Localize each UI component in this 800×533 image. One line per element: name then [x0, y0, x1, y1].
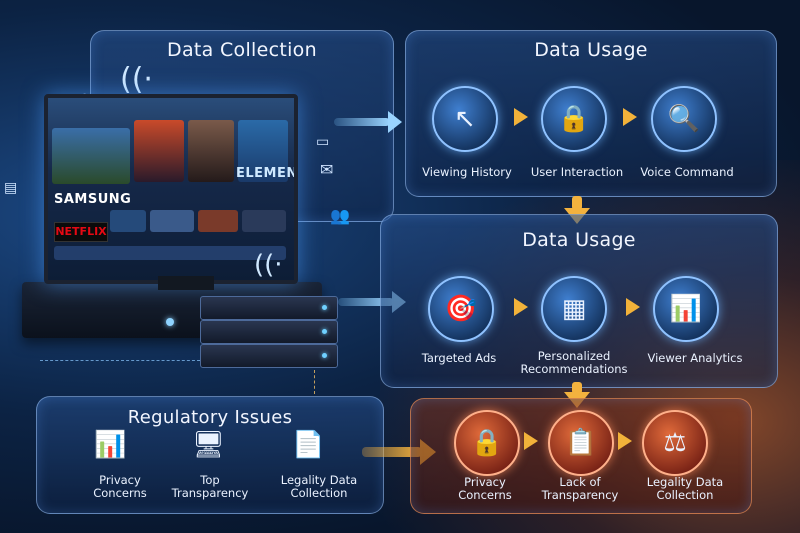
tv-row	[54, 246, 286, 260]
bar-chart-lock-icon: 📊	[94, 430, 127, 460]
chevron-right-icon	[514, 298, 528, 316]
monitor-lock-icon: 🖥	[192, 430, 226, 460]
data-usage-title-top: Data Usage	[534, 39, 648, 61]
tv-tile	[188, 120, 234, 182]
tv-featured-title: ELEMENTAL	[236, 166, 298, 181]
regulatory-label: Top Transparency	[171, 473, 249, 500]
analytics-chart-icon: 📊	[653, 276, 719, 342]
server-led	[322, 305, 327, 310]
regulatory-label: Legality Data Collection	[280, 473, 358, 500]
collection-to-usage-arrow	[334, 111, 402, 133]
tv-tile	[238, 120, 288, 182]
usage-label: Targeted Ads	[421, 351, 497, 365]
chevron-right-icon	[623, 108, 637, 126]
tv-brand: SAMSUNG	[54, 192, 132, 207]
issue-label: Privacy Concerns	[458, 475, 512, 502]
gavel-icon: ⚖	[642, 410, 708, 476]
chart-magnifier-icon: 🔍	[651, 86, 717, 152]
tv-tile	[52, 128, 130, 184]
issue-label: Lack of Transparency	[541, 475, 619, 502]
tv-tile	[110, 210, 146, 232]
server-led	[322, 329, 327, 334]
clipboard-magnifier-icon: 📋	[548, 410, 614, 476]
screen-card-icon: ▤	[4, 180, 18, 196]
padlock-icon: 🔒	[454, 410, 520, 476]
tv-tile	[242, 210, 286, 232]
data-collection-title: Data Collection	[167, 39, 317, 61]
usage-label: Personalized Recommendations	[520, 349, 628, 376]
tv-tile	[150, 210, 194, 232]
usage-label: User Interaction	[530, 165, 624, 179]
connector-line	[40, 360, 200, 361]
down-arrow	[564, 196, 590, 224]
down-arrow	[564, 382, 590, 408]
server-unit	[200, 320, 338, 344]
regulatory-issues-panel: Regulatory Issues	[36, 396, 384, 514]
server-led	[322, 353, 327, 358]
regulatory-label: Privacy Concerns	[93, 473, 147, 500]
tv-tile	[134, 120, 184, 182]
regulatory-issues-title: Regulatory Issues	[127, 407, 293, 428]
cursor-network-icon: ↖	[432, 86, 498, 152]
server-unit	[200, 296, 338, 320]
users-icon: 👥	[330, 206, 350, 225]
chevron-right-icon	[626, 298, 640, 316]
chevron-right-icon	[514, 108, 528, 126]
chevron-right-icon	[618, 432, 632, 450]
connector-dot	[166, 318, 174, 326]
message-icon: ▭	[316, 134, 330, 150]
data-usage-title-mid: Data Usage	[522, 229, 636, 251]
tv-stand	[158, 276, 214, 290]
chevron-right-icon	[524, 432, 538, 450]
router-wifi-icon: ((·	[254, 250, 283, 280]
usage-label: Voice Command	[640, 165, 734, 179]
usage-label: Viewer Analytics	[647, 351, 743, 365]
mail-icon: ✉	[320, 160, 334, 179]
target-lock-icon: 🎯	[428, 276, 494, 342]
document-gavel-icon: 📄	[292, 430, 325, 460]
usage-label: Viewing History	[422, 165, 512, 179]
lock-star-icon: 🔒	[541, 86, 607, 152]
tv-tile	[198, 210, 238, 232]
connector-line	[314, 370, 315, 394]
server-unit	[200, 344, 338, 368]
wifi-icon: ((·	[120, 62, 153, 97]
tile-grid-icon: ▦	[541, 276, 607, 342]
issue-label: Legality Data Collection	[646, 475, 724, 502]
tv-netflix-tile: NETFLIX	[54, 222, 108, 242]
